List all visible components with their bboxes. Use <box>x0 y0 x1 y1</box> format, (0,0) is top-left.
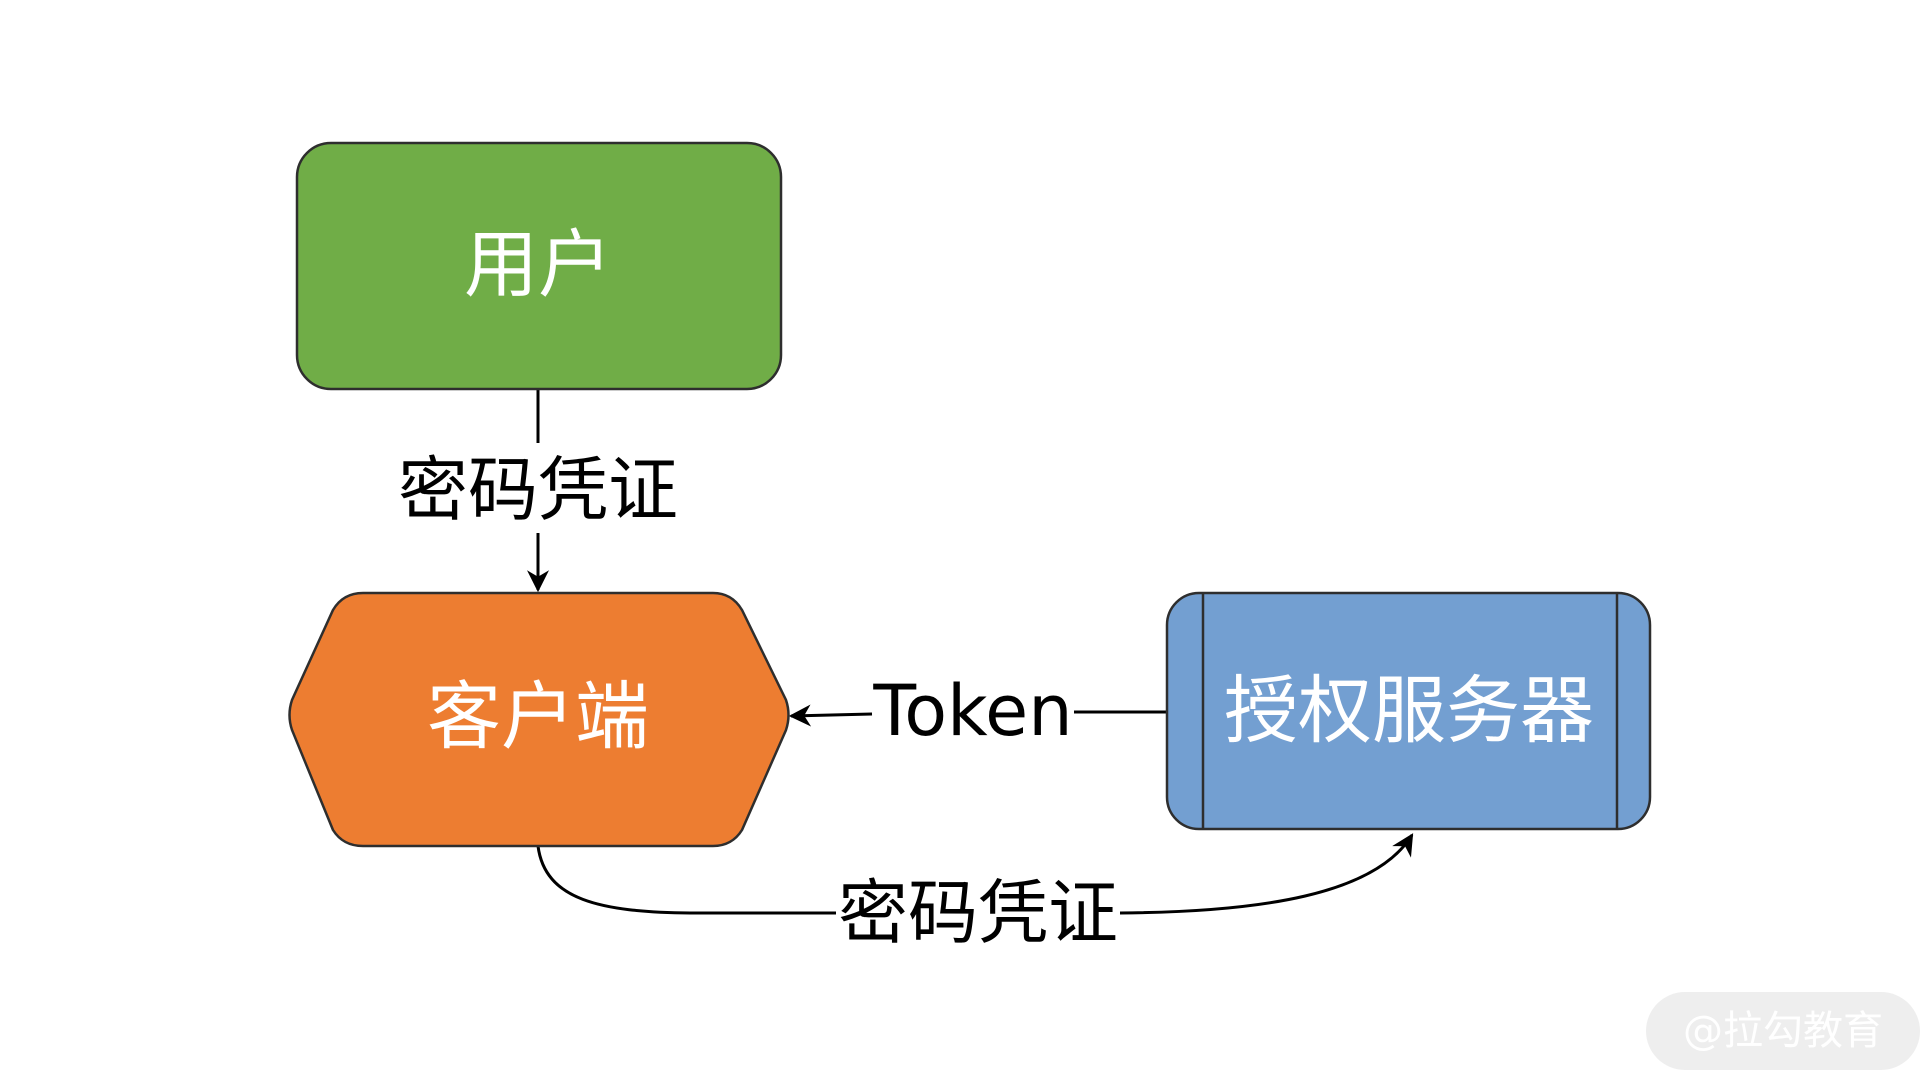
node-client-label: 客户端 <box>427 674 649 760</box>
node-client <box>288 591 790 848</box>
edge-client-to-server-curve <box>536 833 1414 915</box>
watermark-text: @拉勾教育 <box>1683 1008 1883 1054</box>
watermark-badge: @拉勾教育 <box>1646 992 1920 1070</box>
edge-label-token: Token <box>872 670 1072 752</box>
edge-label-user-to-client: 密码凭证 <box>398 449 678 531</box>
edge-server-to-client-left <box>788 704 873 727</box>
node-user <box>295 141 783 391</box>
edge-label-bg <box>836 872 1120 950</box>
node-auth-server-label: 授权服务器 <box>1224 668 1594 754</box>
edge-label-client-to-server: 密码凭证 <box>838 872 1118 954</box>
node-auth-server <box>1165 591 1652 831</box>
node-user-label: 用户 <box>464 222 612 308</box>
